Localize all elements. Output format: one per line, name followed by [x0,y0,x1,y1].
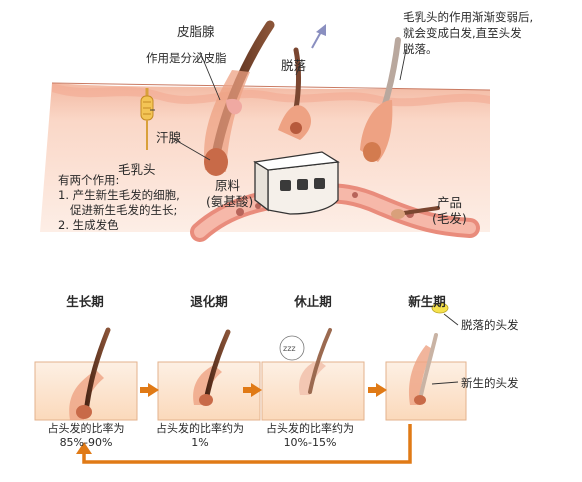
ratio-anagen-label: 占头发的比率为 [47,422,125,435]
label-papilla-note-3: 脱落。 [403,42,438,56]
arrow-right-icon [368,383,387,397]
label-function-1a: 1. 产生新生毛发的细胞, [58,188,180,202]
label-sweat-gland: 汗腺 [156,130,182,145]
label-papilla-note-1: 毛乳头的作用渐渐变弱后, [403,10,534,24]
label-shed-hair: 脱落的头发 [461,318,519,332]
stage-box-catagen [157,329,261,421]
label-product-hair: (毛发) [432,211,467,226]
label-shedding: 脱落 [281,58,307,73]
stage-title-anagen: 生长期 [66,294,104,309]
cycle-return-arrow [76,424,412,464]
sweat-gland [140,88,154,150]
ratio-telogen-value: 10%-15% [283,436,337,449]
label-amino-acid: (氨基酸) [206,194,254,209]
stage-box-growth [34,327,138,421]
new-hair-product [391,206,440,219]
factory-icon [253,151,340,215]
label-dermal-papilla: 毛乳头 [118,162,156,177]
stage-title-telogen: 休止期 [294,294,332,309]
label-papilla-note-2: 就会变成白发,直至头发 [403,26,522,40]
label-raw-material: 原料 [215,178,241,193]
ratio-catagen-label: 占头发的比率约为 [156,422,244,435]
leader-lines [150,49,407,161]
label-sebaceous-gland: 皮脂腺 [177,24,215,39]
label-new-hair: 新生的头发 [461,376,519,390]
label-snooze: zzz [283,344,296,353]
shedding-hair [278,24,326,140]
ratio-catagen-value: 1% [191,436,209,449]
arrow-right-icon [243,383,262,397]
label-function-2: 2. 生成发色 [58,218,119,232]
arrow-right-icon [140,383,159,397]
aging-hair [360,37,401,162]
ratio-anagen-value: 85%-90% [59,436,113,449]
stage-title-catagen: 退化期 [190,294,228,309]
stage-box-telogen [261,328,365,421]
label-product: 产品 [437,195,463,210]
label-functions-title: 有两个作用: [58,173,120,187]
label-function-1b: 促进新生毛发的生长; [70,203,178,217]
stage-title-new: 新生期 [408,294,446,309]
growing-hair [204,20,275,176]
ratio-telogen-label: 占头发的比率约为 [266,422,354,435]
label-sebaceous-function: 作用是分泌皮脂 [146,51,227,65]
stage-box-anagen [385,302,467,421]
